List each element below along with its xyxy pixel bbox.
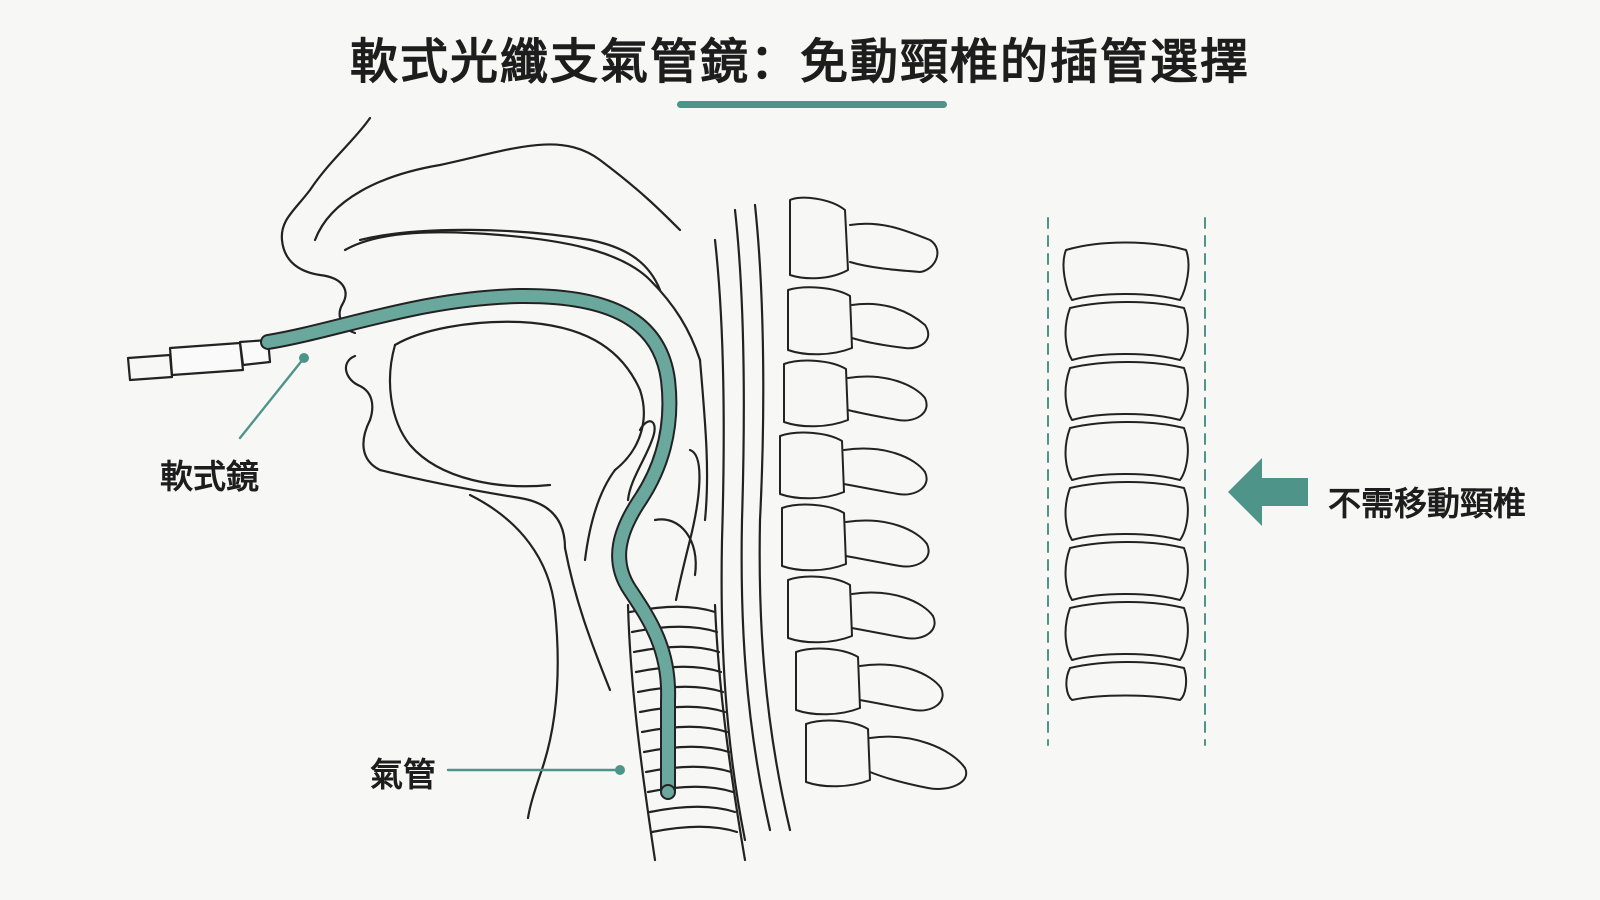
trachea-leader-dot (615, 765, 625, 775)
nasal-cavity (313, 143, 709, 522)
cervical-spine-side (779, 196, 968, 790)
pharynx-walls (713, 203, 792, 842)
straight-spine (1047, 217, 1206, 746)
flexible-bronchoscope (126, 287, 678, 800)
label-no-neck-movement: 不需移動頸椎 (1328, 484, 1526, 523)
label-flexible-scope: 軟式鏡 (160, 457, 259, 496)
page-title: 軟式光纖支氣管鏡：免動頸椎的插管選擇 (349, 34, 1250, 90)
scope-leader-dot (299, 353, 309, 363)
scope-leader-line (238, 356, 306, 440)
tongue (388, 320, 645, 562)
epiglottis (626, 420, 701, 602)
arrow-icon (1228, 458, 1308, 526)
title-underline (677, 101, 947, 108)
face-profile (280, 116, 612, 820)
trachea-rings (626, 603, 747, 862)
leader-lines (238, 353, 625, 775)
label-trachea: 氣管 (370, 755, 436, 794)
